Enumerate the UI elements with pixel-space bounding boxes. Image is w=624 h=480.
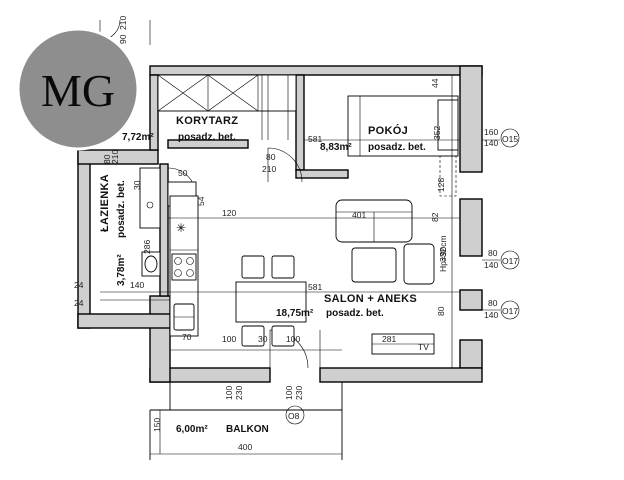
window-code: O17 <box>502 306 518 316</box>
door-width-b: 100 <box>284 386 294 400</box>
wardrobe <box>157 74 297 140</box>
dim-150: 150 <box>152 418 162 432</box>
dim-140: 140 <box>130 280 144 290</box>
room-floor: posadz. bet. <box>116 180 127 238</box>
window-code: O15 <box>502 134 518 144</box>
room-lazienka: ŁAZIENKA 3,78m² posadz. bet. <box>99 174 127 286</box>
dim-24-a: 24 <box>74 280 84 290</box>
room-korytarz: KORYTARZ 7,72m² posadz. bet. <box>122 115 238 143</box>
balcony <box>149 382 343 460</box>
dim-332: 332 <box>438 248 448 262</box>
kitchen-star-icon: ✳ <box>176 221 186 235</box>
window-width: 160 <box>484 127 498 137</box>
room-pokoj: POKÓJ 8,83m² posadz. bet. <box>320 124 426 153</box>
dim-hp: Hp=90cm <box>438 235 448 272</box>
window-height: 140 <box>484 260 498 270</box>
dim-352: 352 <box>432 126 442 140</box>
kitchen-counter: ✳ <box>169 195 199 337</box>
logo-text: MG <box>41 65 115 116</box>
room-name: SALON + ANEKS <box>324 293 417 305</box>
door-height-b: 230 <box>294 386 304 400</box>
dim-70: 70 <box>182 332 192 342</box>
window-circle <box>500 128 520 148</box>
tv-label: TV <box>418 342 429 352</box>
dim-30: 30 <box>258 334 268 344</box>
dim-24-b: 24 <box>74 298 84 308</box>
dim-80: 80 <box>266 152 276 162</box>
window-width: 80 <box>488 298 498 308</box>
dim-54: 54 <box>196 196 206 206</box>
room-area: 6,00m² <box>176 424 208 435</box>
room-balkon: 6,00m² BALKON <box>176 424 269 435</box>
dim-210-top: 210 <box>118 16 128 30</box>
dim-50: 50 <box>178 168 188 178</box>
window-o17-b: 80 140 O17 <box>484 298 518 320</box>
room-name: ŁAZIENKA <box>99 174 111 232</box>
room-floor: posadz. bet. <box>178 132 236 143</box>
dining-set <box>235 255 307 347</box>
room-name: KORYTARZ <box>176 115 238 127</box>
dimension-lines <box>100 75 460 455</box>
window-o17-a: 80 140 O17 <box>484 248 518 270</box>
dim-90-top: 90 <box>118 34 128 44</box>
room-area: 8,83m² <box>320 142 352 153</box>
dim-581-mid: 581 <box>308 282 322 292</box>
dim-80-bath: 80 <box>102 154 112 164</box>
dim-281: 281 <box>382 334 396 344</box>
dim-400: 400 <box>238 442 252 452</box>
room-name: BALKON <box>226 424 269 435</box>
window-width: 80 <box>488 248 498 258</box>
door-o8: 100 230 100 230 O8 <box>224 386 304 421</box>
window-height: 140 <box>484 310 498 320</box>
dim-210-bath: 210 <box>110 150 120 164</box>
dim-80b: 80 <box>436 306 446 316</box>
dim-100b: 100 <box>286 334 300 344</box>
dim-30-bath: 30 <box>132 180 142 190</box>
room-salon: SALON + ANEKS 18,75m² posadz. bet. <box>276 293 417 319</box>
bed <box>347 95 459 197</box>
dim-100a: 100 <box>222 334 236 344</box>
dim-120: 120 <box>222 208 236 218</box>
dim-401: 401 <box>352 210 366 220</box>
walls <box>77 65 483 383</box>
room-area: 7,72m² <box>122 132 154 143</box>
logo: MG <box>16 27 140 151</box>
door-height-a: 230 <box>234 386 244 400</box>
window-o15: 160 140 O15 <box>484 127 518 148</box>
door-code: O8 <box>288 411 300 421</box>
logo-circle <box>16 27 140 151</box>
window-height: 140 <box>484 138 498 148</box>
window-code: O17 <box>502 256 518 266</box>
room-area: 3,78m² <box>116 254 127 286</box>
room-area: 18,75m² <box>276 308 314 319</box>
room-floor: posadz. bet. <box>368 142 426 153</box>
living-furniture <box>335 199 435 355</box>
dim-581-top: 581 <box>308 134 322 144</box>
dim-44: 44 <box>430 78 440 88</box>
door-width-a: 100 <box>224 386 234 400</box>
room-floor: posadz. bet. <box>326 308 384 319</box>
dim-128: 128 <box>436 178 446 192</box>
dimension-labels: 581 352 80 210 120 401 82 286 140 24 24 … <box>74 16 448 452</box>
dim-210: 210 <box>262 164 276 174</box>
dim-286: 286 <box>142 240 152 254</box>
room-name: POKÓJ <box>368 124 408 137</box>
dim-82: 82 <box>430 212 440 222</box>
window-markers <box>285 128 520 425</box>
